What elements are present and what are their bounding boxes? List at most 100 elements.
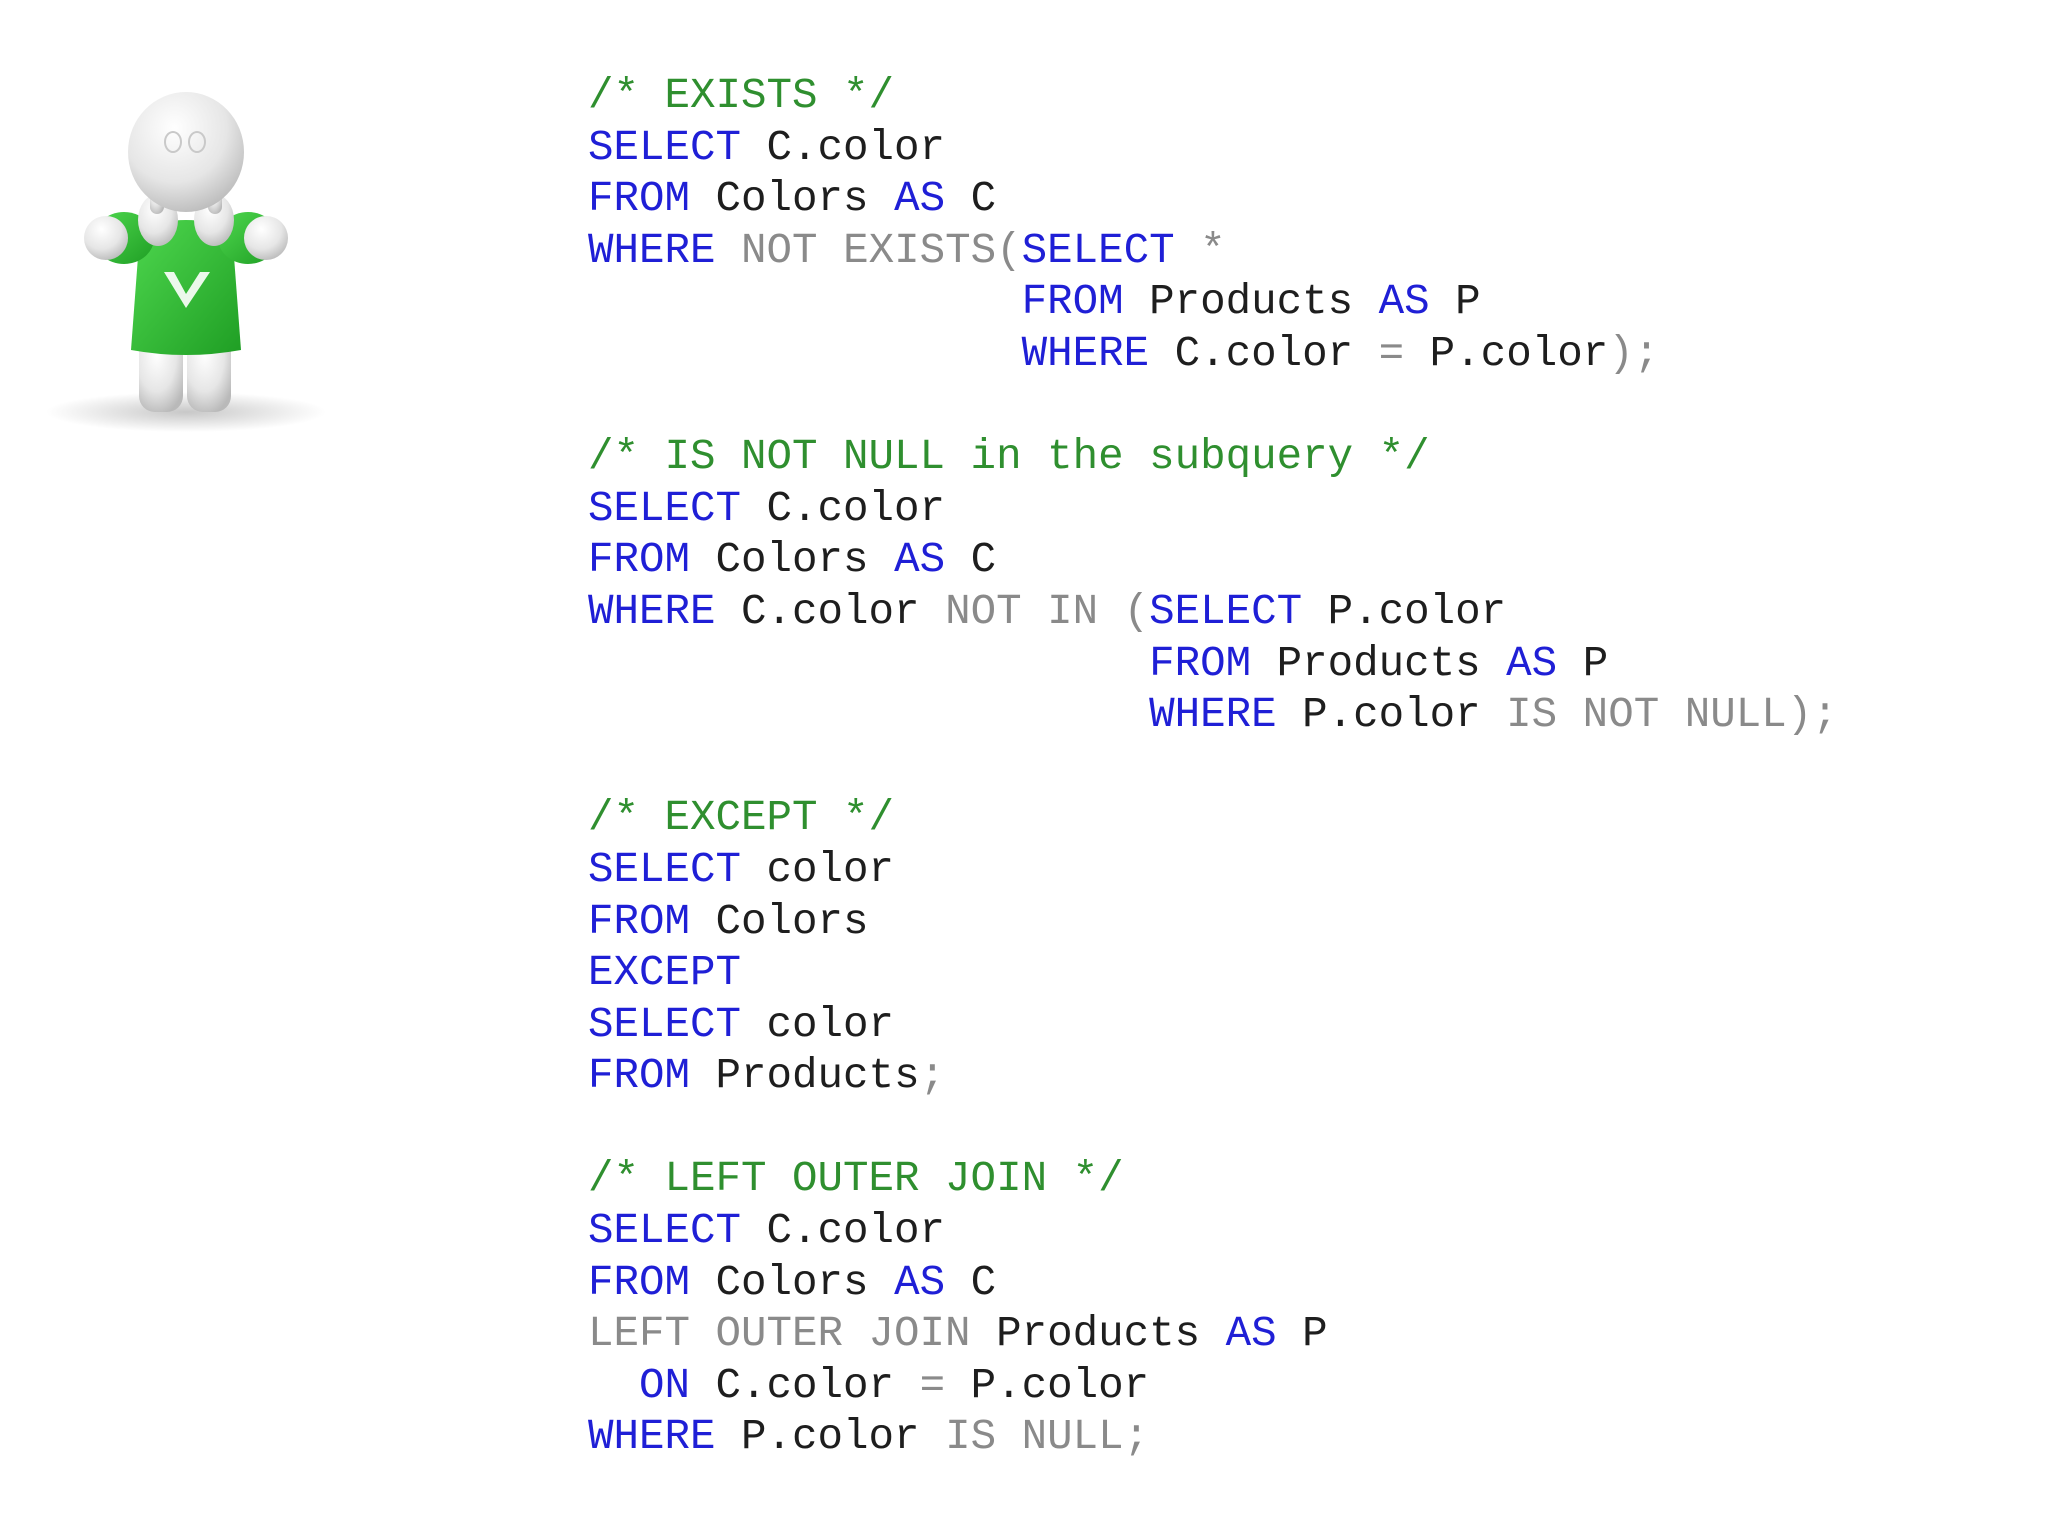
blank-line [588,742,1838,794]
sql-text: P.color [715,1413,946,1462]
sql-text: Colors [690,175,895,224]
code-line: /* EXISTS */ [588,71,1838,123]
sql-comment: /* LEFT OUTER JOIN */ [588,1155,1124,1204]
sql-text [716,227,742,275]
code-line: WHERE P.color IS NULL; [588,1412,1838,1464]
sql-keyword: WHERE [1021,329,1150,378]
sql-text [588,691,1149,739]
sql-operator: LEFT OUTER JOIN [588,1310,971,1359]
code-line: SELECT color [588,1000,1838,1052]
sql-text: C.color [715,587,946,636]
sql-text [588,1362,639,1410]
sql-keyword: FROM [588,1052,691,1101]
code-line: SELECT C.color [588,123,1838,175]
sql-text: C.color [741,1207,946,1256]
sql-keyword: FROM [1021,278,1124,327]
sql-operator: NOT IN ( [945,587,1150,636]
sql-keyword: SELECT [588,1207,742,1256]
sql-text: P.color [1276,691,1507,740]
sql-text: P [1557,639,1609,688]
code-line: WHERE P.color IS NOT NULL); [588,690,1838,742]
code-line: WHERE C.color NOT IN (SELECT P.color [588,587,1838,639]
sql-text: Products [970,1310,1226,1359]
sql-text: Products [1123,278,1379,327]
sql-keyword: ON [639,1361,691,1410]
sql-keyword: FROM [588,1258,691,1307]
sql-keyword: AS [894,175,946,224]
code-line: FROM Colors AS C [588,535,1838,587]
sql-text: C.color [1149,329,1379,378]
sql-keyword: SELECT [588,845,742,894]
sql-text: C [945,536,997,585]
sql-keyword: SELECT [1021,226,1175,275]
sql-keyword: WHERE [588,1413,716,1462]
sql-text: C.color [741,484,946,533]
sql-text: P.color [1404,329,1609,378]
sql-keyword: WHERE [588,587,716,636]
code-line: LEFT OUTER JOIN Products AS P [588,1309,1838,1361]
sql-text: P [1429,278,1481,327]
sql-keyword: WHERE [588,226,716,275]
code-line: FROM Products AS P [588,639,1838,691]
code-line: /* EXCEPT */ [588,793,1838,845]
sql-keyword: SELECT [588,123,742,172]
sql-keyword: SELECT [588,484,742,533]
sql-text: C.color [690,1361,920,1410]
code-line: SELECT color [588,845,1838,897]
sql-operator: ); [1608,329,1660,378]
sql-operator: IS NOT NULL); [1506,691,1838,740]
sql-text: C [945,175,997,224]
sql-keyword: AS [1378,278,1430,327]
sql-text: P.color [1302,587,1507,636]
sql-keyword: FROM [588,897,691,946]
sql-keyword: AS [1506,639,1558,688]
sql-keyword: EXCEPT [588,949,742,998]
blank-line [588,1103,1838,1155]
sql-text [588,640,1149,688]
sql-text: C [945,1258,997,1307]
sql-text: Products [1251,639,1507,688]
sql-keyword: FROM [1149,639,1252,688]
code-line: FROM Products AS P [588,277,1838,329]
sql-text [588,330,1022,378]
sql-keyword: SELECT [588,1000,742,1049]
blank-line [588,381,1838,433]
sql-operator: * [1200,226,1226,275]
code-line: FROM Colors [588,897,1838,949]
sql-keyword: AS [894,1258,946,1307]
thumbs-up-figure-illustration [46,92,326,432]
sql-text: C.color [741,123,946,172]
code-line: SELECT C.color [588,484,1838,536]
sql-keyword: AS [894,536,946,585]
code-line: FROM Colors AS C [588,174,1838,226]
sql-text: color [741,1000,895,1049]
code-line: FROM Products; [588,1051,1838,1103]
code-line: ON C.color = P.color [588,1361,1838,1413]
sql-operator: = [1378,329,1405,378]
sql-text: color [741,845,895,894]
sql-keyword: AS [1225,1310,1277,1359]
sql-text: Products [690,1052,920,1101]
code-line: WHERE NOT EXISTS(SELECT * [588,226,1838,278]
sql-text [1175,227,1201,275]
code-line: WHERE C.color = P.color); [588,329,1838,381]
sql-keyword: WHERE [1149,691,1277,740]
sql-text [588,278,1022,326]
sql-operator: NOT EXISTS( [741,226,1022,275]
code-line: /* LEFT OUTER JOIN */ [588,1154,1838,1206]
sql-text: P [1276,1310,1328,1359]
sql-text: P.color [945,1361,1150,1410]
sql-keyword: SELECT [1149,587,1303,636]
sql-operator: IS NULL; [945,1413,1150,1462]
sql-keyword: FROM [588,536,691,585]
sql-text: Colors [690,897,869,946]
sql-text: Colors [690,1258,895,1307]
sql-operator: ; [919,1052,946,1101]
sql-text: Colors [690,536,895,585]
sql-comment: /* EXCEPT */ [588,794,895,843]
code-line: EXCEPT [588,948,1838,1000]
code-line: /* IS NOT NULL in the subquery */ [588,432,1838,484]
sql-comment: /* IS NOT NULL in the subquery */ [588,433,1430,482]
